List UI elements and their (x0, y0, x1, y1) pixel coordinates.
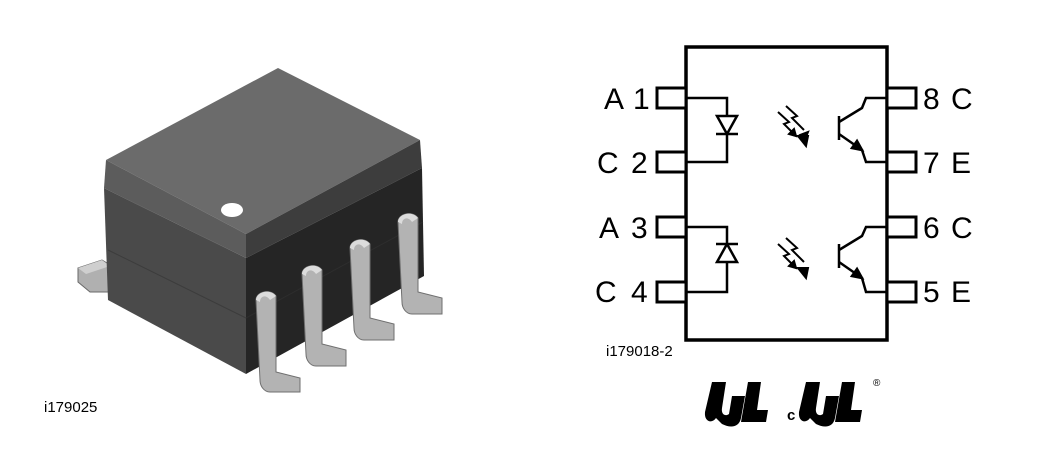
led-1-symbol (686, 96, 740, 164)
package-front-face (246, 168, 424, 374)
ul-logo (704, 382, 768, 427)
pin-7-letter: E (951, 147, 971, 180)
lead-3 (349, 239, 395, 341)
pin-4-number: 4 (631, 276, 648, 309)
pin-3-letter: A (599, 212, 619, 245)
package-top-face (106, 68, 420, 234)
pin-8-number: 8 (923, 83, 940, 116)
pin-tab-4 (655, 280, 688, 304)
pin-5-letter: E (951, 276, 971, 309)
package-left-face (104, 188, 246, 374)
pin-tab-6 (885, 215, 918, 239)
pin-7-number: 7 (923, 147, 940, 180)
left-pin-tabs (655, 86, 688, 304)
pin-tab-2 (655, 150, 688, 174)
pin-6-number: 6 (923, 212, 940, 245)
cul-logo (798, 382, 862, 427)
lead-4 (397, 213, 443, 315)
led-2-symbol (686, 225, 740, 294)
pin-1-letter: A (604, 83, 624, 116)
schematic-body-outline (684, 45, 889, 342)
light-arrow-icon-2 (777, 237, 810, 281)
pin-tab-8 (885, 86, 918, 110)
schematic-diagram: A 1 C 2 A 3 C 4 8 C 7 E 6 C 5 E (595, 45, 973, 360)
light-arrow-icon-1 (777, 105, 810, 149)
pin-tab-7 (885, 150, 918, 174)
pin-2-number: 2 (631, 147, 648, 180)
pin-8-letter: C (951, 83, 973, 116)
phototransistor-2-symbol (837, 225, 887, 294)
schematic-figure-id: i179018-2 (606, 343, 673, 360)
front-leads (255, 213, 443, 393)
pin-5-number: 5 (923, 276, 940, 309)
pin-tab-1 (655, 86, 688, 110)
ul-c-letter: c (787, 407, 795, 424)
back-lead-left-foot (78, 260, 110, 274)
registered-symbol: ® (873, 378, 881, 389)
phototransistor-1-symbol (837, 96, 887, 164)
lead-2 (301, 265, 347, 367)
pin-2-letter: C (597, 147, 619, 180)
right-pin-tabs (885, 86, 918, 304)
pin-4-letter: C (595, 276, 617, 309)
pin-3-number: 3 (631, 212, 648, 245)
package-illustration: i179025 (44, 68, 443, 416)
package-left-bevel (104, 160, 246, 258)
package-right-bevel (246, 140, 422, 258)
pin-6-letter: C (951, 212, 973, 245)
pin1-dot-marker (221, 203, 243, 217)
pin-1-number: 1 (633, 83, 650, 116)
pin-tab-5 (885, 280, 918, 304)
pin-tab-3 (655, 215, 688, 239)
certification-marks: c ® (704, 378, 881, 427)
package-figure-id: i179025 (44, 399, 97, 416)
lead-1 (255, 291, 301, 393)
